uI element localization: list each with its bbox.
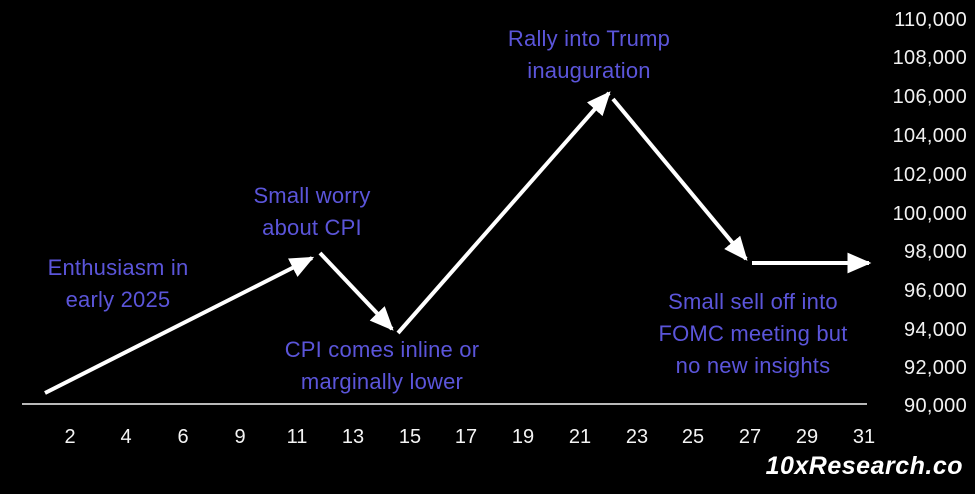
x-axis-tick-label: 17 xyxy=(454,426,478,448)
x-axis-tick-label: 21 xyxy=(568,426,592,448)
x-axis-tick-label: 13 xyxy=(341,426,365,448)
y-axis-tick-label: 92,000 xyxy=(904,357,967,379)
x-axis-tick-label: 23 xyxy=(625,426,649,448)
x-axis-tick-label: 25 xyxy=(681,426,705,448)
x-axis: 2 4 6 9 11 13 15 17 19 21 23 25 27 29 31 xyxy=(0,424,880,454)
annotation-small-worry-cpi: Small worry about CPI xyxy=(253,183,371,240)
annotation-rally-inauguration: Rally into Trump inauguration xyxy=(507,26,671,83)
y-axis-tick-label: 106,000 xyxy=(892,86,967,108)
arrow-segment-selloff xyxy=(611,97,748,261)
y-axis-tick-label: 110,000 xyxy=(894,9,967,31)
y-axis-tick-label: 90,000 xyxy=(904,395,967,417)
y-axis-tick-label: 96,000 xyxy=(904,280,967,302)
arrow-segment-cpi-drop xyxy=(318,251,394,331)
x-axis-tick-label: 27 xyxy=(738,426,762,448)
x-axis-tick-label: 31 xyxy=(852,426,876,448)
x-axis-tick-label: 11 xyxy=(286,426,308,448)
y-axis-tick-label: 104,000 xyxy=(892,125,967,147)
y-axis-tick-label: 102,000 xyxy=(892,164,967,186)
y-axis-tick-label: 108,000 xyxy=(892,47,967,69)
y-axis: 110,000 108,000 106,000 104,000 102,000 100,0… xyxy=(876,0,975,420)
arrow-segment-enthusiasm xyxy=(44,256,315,395)
y-axis-tick-label: 94,000 xyxy=(904,319,967,341)
x-axis-tick-label: 9 xyxy=(234,426,246,448)
y-axis-tick-label: 98,000 xyxy=(904,241,967,263)
annotation-fomc-selloff: Small sell off into FOMC meeting but no … xyxy=(658,289,848,378)
annotation-cpi-inline: CPI comes inline or marginally lower xyxy=(284,337,480,394)
watermark-logo: 10xResearch.co xyxy=(765,452,963,480)
x-axis-tick-label: 4 xyxy=(120,426,132,448)
x-axis-tick-label: 6 xyxy=(177,426,189,448)
arrow-segment-rally xyxy=(396,91,611,335)
x-axis-tick-label: 15 xyxy=(398,426,422,448)
y-axis-tick-label: 100,000 xyxy=(892,203,967,225)
x-axis-tick-label: 2 xyxy=(64,426,76,448)
x-axis-tick-label: 19 xyxy=(511,426,535,448)
x-axis-baseline xyxy=(22,403,867,405)
annotation-enthusiasm: Enthusiasm in early 2025 xyxy=(47,255,189,312)
x-axis-tick-label: 29 xyxy=(795,426,819,448)
